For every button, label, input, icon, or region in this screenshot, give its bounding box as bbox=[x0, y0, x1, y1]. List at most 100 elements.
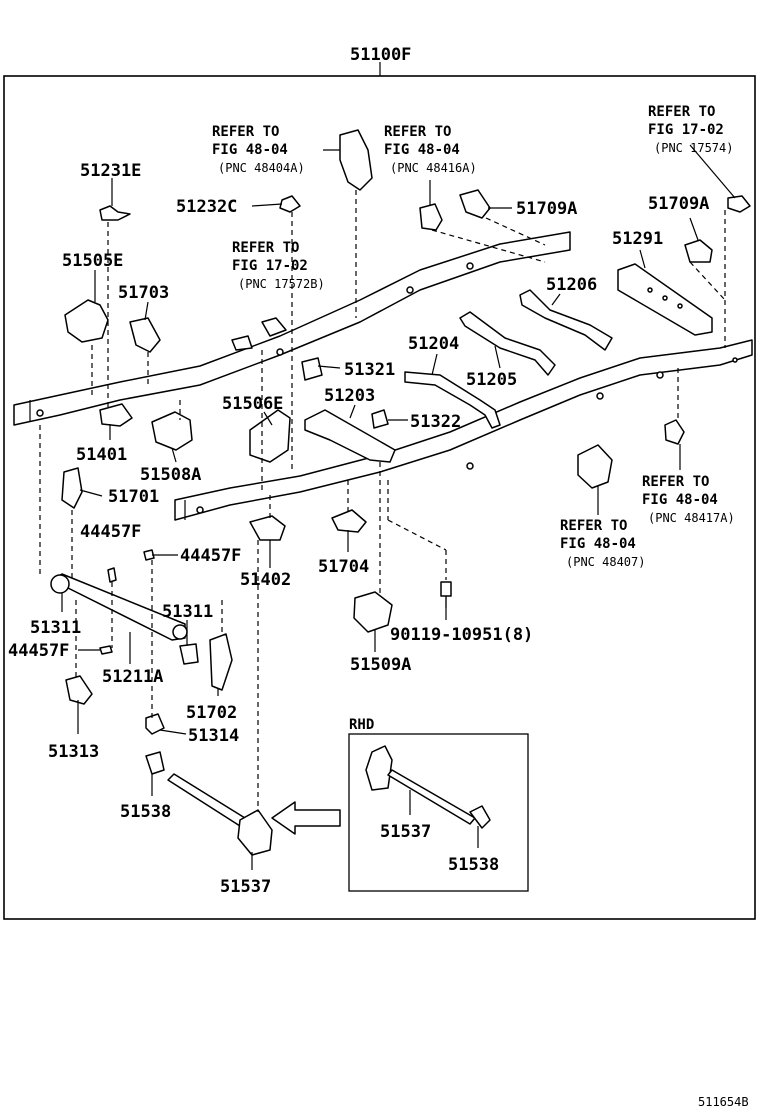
part-51538-b[interactable]: 51538 bbox=[448, 855, 499, 875]
clip-44457F-a[interactable] bbox=[107, 567, 117, 583]
svg-text:FIG 17-02: FIG 17-02 bbox=[232, 258, 308, 274]
leader-lines bbox=[61, 144, 736, 870]
bracket-51701[interactable] bbox=[61, 467, 83, 509]
part-51506E[interactable]: 51506E bbox=[222, 394, 283, 414]
bracket-51232C[interactable] bbox=[279, 195, 301, 213]
part-44457F-c[interactable]: 44457F bbox=[8, 641, 69, 661]
ref-17572B[interactable]: REFER TO FIG 17-02 (PNC 17572B) bbox=[232, 240, 325, 291]
bracket-51702[interactable] bbox=[209, 633, 233, 691]
bracket-51704[interactable] bbox=[331, 509, 367, 533]
part-51703[interactable]: 51703 bbox=[118, 283, 169, 303]
part-51204[interactable]: 51204 bbox=[408, 334, 459, 354]
ref-48416A[interactable]: REFER TO FIG 48-04 (PNC 48416A) bbox=[384, 124, 477, 175]
clip-44457F-b[interactable] bbox=[143, 549, 155, 561]
crossmember-51205[interactable] bbox=[459, 311, 556, 376]
svg-text:(PNC 48404A): (PNC 48404A) bbox=[218, 161, 305, 175]
figure-code: 511654B bbox=[698, 1095, 749, 1109]
part-51704[interactable]: 51704 bbox=[318, 557, 369, 577]
svg-text:REFER TO: REFER TO bbox=[648, 104, 715, 120]
part-51314[interactable]: 51314 bbox=[188, 726, 239, 746]
part-51206[interactable]: 51206 bbox=[546, 275, 597, 295]
svg-text:FIG 48-04: FIG 48-04 bbox=[384, 142, 460, 158]
bracket-51321[interactable] bbox=[301, 357, 323, 381]
bracket-51509A[interactable] bbox=[353, 591, 393, 633]
part-51205[interactable]: 51205 bbox=[466, 370, 517, 390]
guide-lines bbox=[39, 190, 726, 812]
part-51313[interactable]: 51313 bbox=[48, 742, 99, 762]
svg-text:(PNC 48416A): (PNC 48416A) bbox=[390, 161, 477, 175]
svg-text:(PNC 17574): (PNC 17574) bbox=[654, 141, 733, 155]
bracket-51709A-a[interactable] bbox=[459, 189, 491, 219]
bracket-17572B[interactable] bbox=[231, 317, 287, 351]
assembly-number[interactable]: 51100F bbox=[350, 45, 411, 65]
part-51538-a[interactable]: 51538 bbox=[120, 802, 171, 822]
bracket-48417A[interactable] bbox=[664, 419, 685, 445]
crossmember-51203[interactable] bbox=[304, 409, 396, 463]
part-51291[interactable]: 51291 bbox=[612, 229, 663, 249]
ref-48417A[interactable]: REFER TO FIG 48-04 (PNC 48417A) bbox=[642, 474, 735, 525]
svg-text:REFER TO: REFER TO bbox=[642, 474, 709, 490]
ref-17574[interactable]: REFER TO FIG 17-02 (PNC 17574) bbox=[648, 104, 733, 155]
part-51509A[interactable]: 51509A bbox=[350, 655, 411, 675]
bracket-48404A[interactable] bbox=[339, 129, 373, 191]
bracket-51538-a[interactable] bbox=[145, 751, 165, 775]
part-44457F-a[interactable]: 44457F bbox=[80, 522, 141, 542]
bracket-51313[interactable] bbox=[65, 675, 93, 705]
bracket-51709A-b[interactable] bbox=[727, 195, 751, 213]
svg-text:FIG 48-04: FIG 48-04 bbox=[560, 536, 636, 552]
bracket-51314[interactable] bbox=[145, 713, 165, 735]
svg-text:REFER TO: REFER TO bbox=[212, 124, 279, 140]
part-51401[interactable]: 51401 bbox=[76, 445, 127, 465]
svg-text:(PNC 48407): (PNC 48407) bbox=[566, 555, 645, 569]
part-51709A-a[interactable]: 51709A bbox=[516, 199, 577, 219]
bracket-51322[interactable] bbox=[371, 409, 389, 429]
part-51321[interactable]: 51321 bbox=[344, 360, 395, 380]
part-51322[interactable]: 51322 bbox=[410, 412, 461, 432]
part-90119[interactable]: 90119-10951(8) bbox=[390, 625, 533, 645]
chassis-frame bbox=[13, 231, 753, 521]
part-51702[interactable]: 51702 bbox=[186, 703, 237, 723]
bracket-51231E[interactable] bbox=[99, 205, 131, 221]
svg-text:(PNC 48417A): (PNC 48417A) bbox=[648, 511, 735, 525]
part-51701[interactable]: 51701 bbox=[108, 487, 159, 507]
part-51537-b[interactable]: 51537 bbox=[380, 822, 431, 842]
bracket-51709A-c[interactable] bbox=[684, 239, 713, 263]
bracket-51703[interactable] bbox=[129, 317, 161, 353]
ref-48407[interactable]: REFER TO FIG 48-04 (PNC 48407) bbox=[560, 518, 645, 569]
bracket-51538-b[interactable] bbox=[469, 805, 491, 829]
part-51709A-b[interactable]: 51709A bbox=[648, 194, 709, 214]
part-51231E[interactable]: 51231E bbox=[80, 161, 141, 181]
part-51402[interactable]: 51402 bbox=[240, 570, 291, 590]
crossmember-51204[interactable] bbox=[404, 371, 501, 429]
bracket-51505E[interactable] bbox=[64, 299, 109, 343]
part-51203[interactable]: 51203 bbox=[324, 386, 375, 406]
svg-text:FIG 48-04: FIG 48-04 bbox=[212, 142, 288, 158]
shaft-51537-b[interactable] bbox=[365, 745, 476, 825]
svg-text:REFER TO: REFER TO bbox=[232, 240, 299, 256]
rhd-label: RHD bbox=[349, 717, 374, 733]
part-44457F-b[interactable]: 44457F bbox=[180, 546, 241, 566]
clip-44457F-c[interactable] bbox=[99, 645, 113, 655]
ref-48404A[interactable]: REFER TO FIG 48-04 (PNC 48404A) bbox=[212, 124, 305, 175]
part-51311-b[interactable]: 51311 bbox=[30, 618, 81, 638]
bracket-51506E[interactable] bbox=[249, 409, 291, 463]
shaft-51537-a[interactable] bbox=[167, 773, 273, 856]
part-51232C[interactable]: 51232C bbox=[176, 197, 237, 217]
bracket-51401[interactable] bbox=[99, 403, 133, 427]
arrow-icon bbox=[271, 801, 341, 835]
bracket-48407[interactable] bbox=[577, 444, 613, 489]
svg-text:REFER TO: REFER TO bbox=[560, 518, 627, 534]
part-51211A[interactable]: 51211A bbox=[102, 667, 163, 687]
crossmember-51206[interactable] bbox=[519, 289, 613, 351]
part-51505E[interactable]: 51505E bbox=[62, 251, 123, 271]
crossmember-51291[interactable] bbox=[617, 263, 713, 336]
part-51508A[interactable]: 51508A bbox=[140, 465, 201, 485]
rhd-box bbox=[348, 733, 529, 892]
bracket-48416A[interactable] bbox=[419, 203, 443, 231]
svg-text:REFER TO: REFER TO bbox=[384, 124, 451, 140]
part-51537-a[interactable]: 51537 bbox=[220, 877, 271, 897]
bracket-51402[interactable] bbox=[249, 515, 286, 541]
bushing-51311[interactable] bbox=[179, 643, 199, 665]
part-51311-a[interactable]: 51311 bbox=[162, 602, 213, 622]
bracket-51508A[interactable] bbox=[151, 411, 193, 451]
